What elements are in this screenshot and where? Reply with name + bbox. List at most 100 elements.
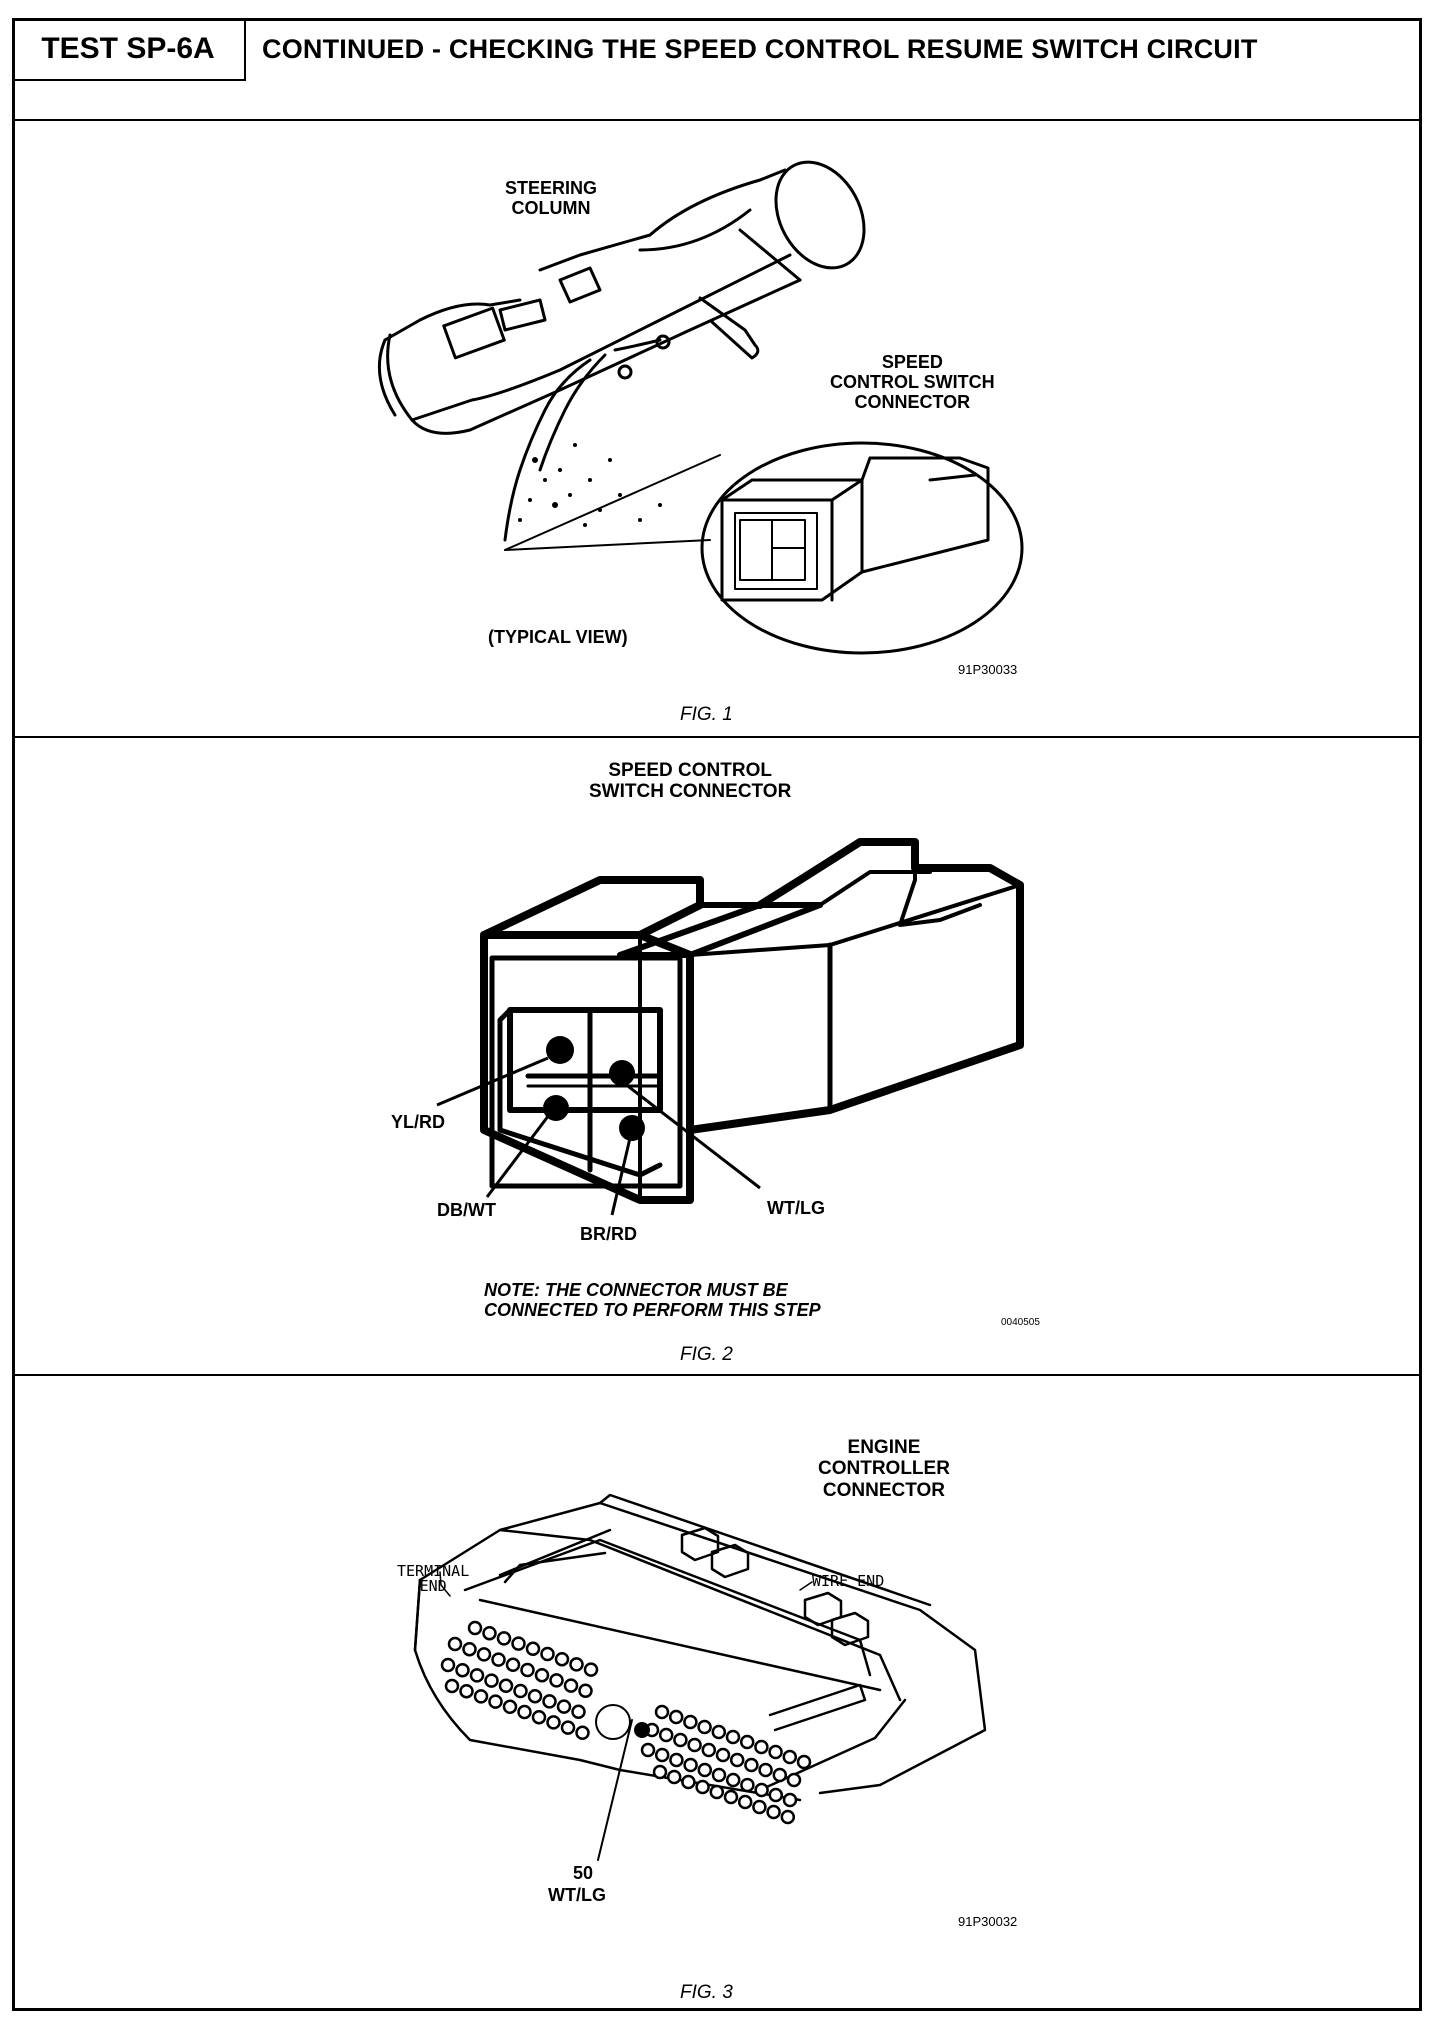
speed-control-switch-connector-title: SPEED CONTROL SWITCH CONNECTOR	[589, 760, 792, 803]
wire-end-label: WIRE END	[812, 1572, 885, 1590]
connector-pin	[725, 1729, 741, 1745]
connector-pin	[709, 1784, 725, 1800]
connector-pin	[740, 1777, 755, 1793]
connector-pin	[520, 1662, 535, 1678]
connector-pin	[780, 1809, 796, 1825]
connector-pin	[695, 1779, 710, 1795]
connector-pin	[469, 1668, 485, 1683]
connector-pin	[482, 1625, 497, 1641]
connector-pin	[723, 1789, 739, 1805]
connector-pin	[569, 1657, 584, 1672]
connector-pin	[687, 1737, 702, 1753]
connector-pin	[752, 1799, 767, 1815]
wire-wt-lg-label: WT/LG	[767, 1198, 825, 1218]
connector-pin	[729, 1752, 745, 1768]
connector-pin	[683, 1757, 698, 1773]
connector-pin	[658, 1727, 674, 1743]
connector-pin	[473, 1689, 489, 1704]
connector-pin	[560, 1720, 576, 1735]
connector-pin	[711, 1767, 727, 1783]
connector-pin	[534, 1667, 550, 1683]
connector-pin	[673, 1732, 688, 1748]
connector-pin	[766, 1804, 781, 1820]
figure1-ref-code: 91P30033	[958, 662, 1018, 677]
figure1-caption: FIG. 1	[680, 704, 733, 725]
connector-pin	[737, 1794, 753, 1810]
connector-pin	[513, 1683, 528, 1699]
connector-pin	[782, 1749, 798, 1765]
wire-yl-rd-label: YL/RD	[391, 1112, 445, 1132]
connector-pin	[697, 1719, 712, 1735]
connector-pin	[666, 1769, 682, 1785]
steering-column-label: STEERING COLUMN	[505, 178, 598, 219]
connector-pin	[583, 1662, 599, 1677]
connector-pin	[502, 1699, 518, 1715]
connector-pin	[772, 1767, 788, 1783]
connector-pin	[462, 1641, 477, 1657]
connector-pin	[654, 1704, 670, 1720]
connector-pin	[739, 1734, 755, 1750]
connector-pin	[484, 1673, 499, 1688]
connector-pin	[556, 1699, 572, 1714]
connector-pin	[683, 1714, 698, 1730]
connector-pin	[525, 1641, 541, 1657]
connector-pin	[549, 1673, 564, 1688]
connector-pin	[575, 1725, 590, 1741]
pin-number-label: 50	[573, 1863, 594, 1883]
connector-pin	[554, 1651, 570, 1667]
figure3-ref-code: 91P30032	[958, 1914, 1018, 1929]
figure2-ref-code: 0040505	[1001, 1317, 1040, 1328]
connector-pin	[563, 1678, 579, 1693]
connector-pin	[531, 1709, 547, 1725]
connector-pin	[444, 1678, 460, 1694]
connector-pin	[754, 1739, 769, 1755]
connector-pin	[669, 1752, 684, 1768]
connector-pin	[455, 1662, 470, 1678]
connector-pin	[668, 1709, 684, 1725]
connector-pin	[796, 1754, 812, 1770]
connector-pin	[578, 1683, 593, 1699]
connector-pin	[440, 1657, 456, 1673]
page-frame	[12, 18, 1422, 2011]
connector-pin	[488, 1694, 503, 1709]
connector-pin	[496, 1631, 512, 1646]
connector-pin	[652, 1764, 668, 1780]
connector-pin	[527, 1688, 543, 1704]
connector-pin	[447, 1636, 463, 1652]
connector-pin	[491, 1652, 506, 1667]
connector-pin	[697, 1762, 713, 1778]
engine-controller-connector-title: ENGINE CONTROLLER CONNECTOR	[818, 1437, 950, 1501]
connector-pin	[768, 1744, 783, 1760]
connector-pin	[654, 1747, 670, 1763]
connector-pin	[476, 1647, 492, 1662]
connector-pin	[701, 1742, 717, 1758]
figure1-divider	[12, 736, 1422, 738]
wire-db-wt-label: DB/WT	[437, 1200, 496, 1220]
header-divider	[12, 119, 1422, 121]
pin-wire-label: WT/LG	[548, 1885, 606, 1905]
connector-pin	[511, 1636, 526, 1651]
connector-pin	[540, 1646, 555, 1662]
connector-pin	[754, 1782, 769, 1798]
page-title: CONTINUED - CHECKING THE SPEED CONTROL R…	[262, 34, 1258, 64]
connector-pin	[571, 1704, 586, 1720]
connector-pin	[498, 1678, 514, 1694]
connector-pin	[725, 1772, 741, 1788]
connector-pin	[546, 1715, 561, 1730]
connector-pin	[467, 1620, 483, 1636]
connector-pin	[786, 1772, 802, 1788]
connector-pin	[542, 1694, 557, 1709]
figure3-caption: FIG. 3	[680, 1982, 733, 2003]
connector-note: NOTE: THE CONNECTOR MUST BE CONNECTED TO…	[484, 1280, 821, 1321]
connector-pin	[505, 1657, 521, 1673]
connector-pin	[744, 1757, 759, 1773]
connector-pin	[517, 1704, 532, 1720]
connector-pin	[640, 1742, 656, 1758]
figure2-caption: FIG. 2	[680, 1344, 733, 1365]
typical-view-note: (TYPICAL VIEW)	[488, 627, 628, 647]
connector-pin	[758, 1762, 773, 1778]
